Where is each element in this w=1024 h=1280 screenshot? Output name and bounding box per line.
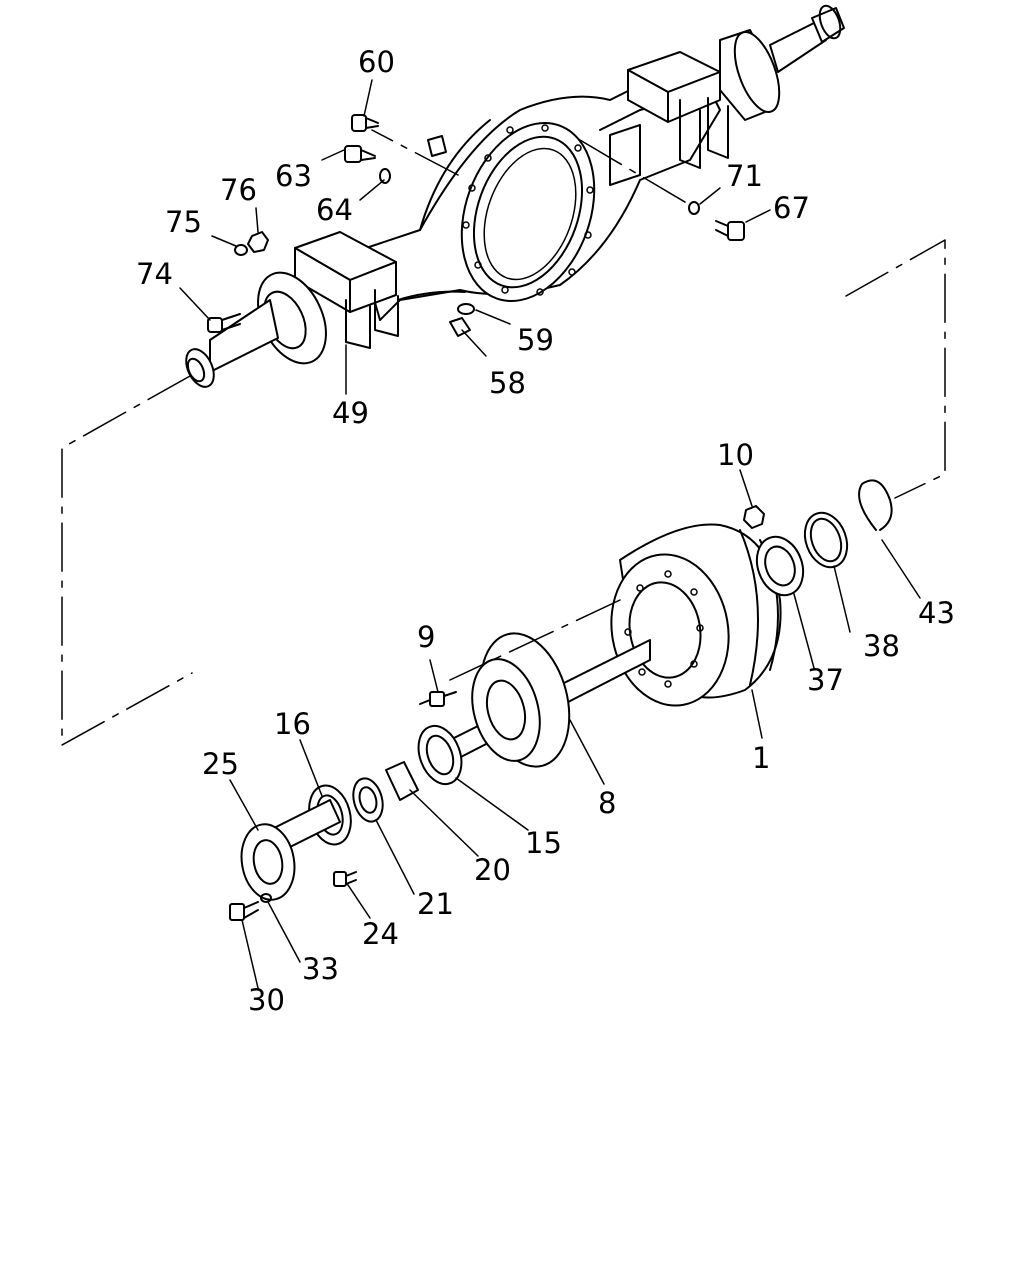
washer-59-icon	[457, 303, 475, 315]
snap-ring-43-icon	[858, 479, 893, 531]
bolt-24-icon	[333, 871, 357, 887]
label-43: 43	[918, 596, 955, 630]
seal-38-icon	[803, 511, 849, 569]
axle-housing	[185, 4, 845, 388]
retainer-20-icon	[385, 761, 419, 801]
label-75: 75	[165, 205, 202, 239]
label-20: 20	[474, 853, 511, 887]
label-63: 63	[275, 159, 312, 193]
label-16: 16	[274, 707, 311, 741]
brake-drum-1	[610, 523, 782, 707]
bearing-37-icon	[755, 535, 805, 597]
part-labels: 60 63 64 76 75 74 49 59 58 71 67 10 43 3…	[136, 45, 955, 1017]
label-60: 60	[358, 45, 395, 79]
washer-33-icon	[260, 893, 272, 903]
label-9: 9	[417, 620, 435, 654]
label-24: 24	[362, 917, 399, 951]
nut-10-icon	[743, 505, 765, 529]
label-71: 71	[726, 159, 763, 193]
label-10: 10	[717, 438, 754, 472]
label-30: 30	[248, 983, 285, 1017]
label-21: 21	[417, 887, 454, 921]
leader-lines	[179, 79, 921, 989]
bolt-30-icon	[229, 901, 259, 921]
label-49: 49	[332, 396, 369, 430]
bolt-67-icon	[715, 220, 745, 241]
vent-icon	[427, 135, 447, 157]
hub-assembly	[229, 479, 893, 921]
label-64: 64	[316, 193, 353, 227]
plug-58-icon	[449, 317, 471, 337]
bearing-15-icon	[417, 724, 463, 786]
label-38: 38	[863, 629, 900, 663]
axle-flange-25-icon	[240, 799, 341, 901]
label-1: 1	[752, 741, 770, 775]
label-8: 8	[598, 786, 616, 820]
label-37: 37	[807, 663, 844, 697]
washer-71-icon	[688, 201, 700, 215]
bolt-74-icon	[207, 313, 241, 333]
hub-8-icon	[471, 632, 571, 768]
stud-9-icon	[419, 691, 457, 707]
washer-75-icon	[234, 244, 248, 256]
label-15: 15	[525, 826, 562, 860]
bolt-60-icon	[351, 114, 379, 132]
bolt-63-icon	[344, 145, 376, 163]
lock-nut-21-icon	[352, 777, 384, 823]
label-58: 58	[489, 366, 526, 400]
nut-76-icon	[247, 231, 269, 253]
washer-64-icon	[379, 168, 391, 184]
housing-fasteners	[207, 114, 745, 337]
label-25: 25	[202, 747, 239, 781]
label-59: 59	[517, 323, 554, 357]
label-74: 74	[136, 257, 173, 291]
label-67: 67	[773, 191, 810, 225]
phantom-lines	[61, 129, 946, 746]
label-76: 76	[220, 173, 257, 207]
label-33: 33	[302, 952, 339, 986]
